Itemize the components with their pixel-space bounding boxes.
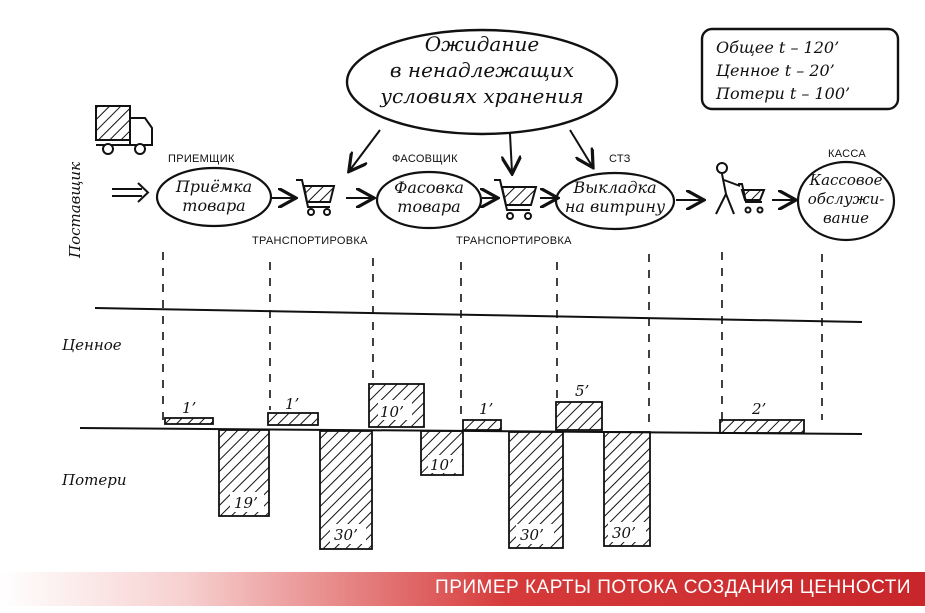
summary-box: Общее t – 120’ Ценное t – 20’ Потери t –… [700, 27, 900, 111]
waste-block: 19’ [218, 429, 270, 517]
role-label-packer: ФАСОВЩИК [392, 153, 458, 165]
role-label-shelf: СТЗ [609, 153, 631, 165]
cart-icon [296, 179, 336, 216]
value-block: 1’ [462, 400, 502, 431]
cloud-line-2: в ненадлежащих [390, 58, 574, 82]
footer-banner: ПРИМЕР КАРТЫ ПОТОКА СОЗДАНИЯ ЦЕННОСТИ [0, 572, 925, 606]
cloud-arrow [350, 129, 381, 170]
value-block-label: 1’ [182, 399, 196, 417]
value-block-label: 1’ [479, 400, 493, 418]
process-packing-line-1: Фасовка [394, 178, 464, 197]
waste-block: 30’ [508, 431, 564, 549]
waste-block: 30’ [319, 430, 373, 550]
process-receiving: Приёмка товара [155, 166, 273, 228]
waste-block: 10’ [420, 430, 464, 476]
transport-label: ТРАНСПОРТИРОВКА [456, 235, 572, 247]
waste-axis-label: Потери [61, 471, 126, 489]
process-shelving: Выкладка на витрину [554, 171, 676, 231]
value-top-line [94, 307, 863, 323]
process-shelving-line-2: на витрину [565, 197, 666, 216]
waste-block: 30’ [603, 431, 651, 547]
process-checkout-line-3: вание [823, 209, 869, 227]
transport-label: ТРАНСПОРТИРОВКА [252, 235, 368, 247]
cloud-arrow [510, 133, 512, 172]
waste-block-label: 30’ [612, 524, 636, 542]
cloud-line-1: Ожидание [425, 32, 540, 56]
process-receiving-line-2: товара [182, 196, 245, 215]
process-checkout-line-1: Кассовое [808, 171, 882, 189]
process-packing-line-2: товара [397, 197, 460, 216]
truck-icon [95, 105, 153, 155]
value-block: 10’ [368, 383, 425, 428]
waste-block-label: 30’ [334, 526, 358, 544]
role-label-receiver: ПРИЕМЩИК [168, 153, 235, 165]
supplier-axis-label: Поставщик [66, 162, 84, 259]
summary-total: Общее t – 120’ [716, 38, 839, 57]
cloud-line-3: условиях хранения [379, 84, 583, 108]
cloud-arrow [569, 129, 592, 166]
value-block: 1’ [164, 399, 214, 425]
value-block: 5’ [555, 382, 603, 431]
summary-value: Ценное t – 20’ [715, 61, 835, 80]
timeline-dividers [162, 252, 823, 430]
waste-block-label: 10’ [430, 456, 454, 474]
banner-title: ПРИМЕР КАРТЫ ПОТОКА СОЗДАНИЯ ЦЕННОСТИ [435, 577, 911, 598]
value-block-label: 10’ [380, 403, 404, 421]
waste-block-label: 30’ [520, 526, 544, 544]
inflow-arrow-icon [112, 182, 150, 203]
value-block: 2’ [719, 400, 805, 434]
value-block: 1’ [267, 395, 319, 426]
waiting-cloud: Ожидание в ненадлежащих условиях хранени… [345, 28, 619, 136]
cart-icon [494, 179, 538, 220]
process-shelving-line-1: Выкладка [572, 178, 656, 197]
shopper-with-cart-icon [715, 162, 766, 215]
process-checkout-line-2: обслужи- [808, 190, 885, 208]
value-block-label: 2’ [751, 400, 766, 418]
summary-waste: Потери t – 100’ [715, 84, 850, 103]
value-block-label: 5’ [575, 382, 589, 400]
process-receiving-line-1: Приёмка [175, 177, 252, 196]
value-block-label: 1’ [285, 395, 299, 413]
role-label-cashier: КАССА [828, 148, 866, 160]
process-packing: Фасовка товара [375, 170, 483, 230]
waste-block-label: 19’ [234, 494, 258, 512]
value-axis-label: Ценное [62, 336, 122, 354]
process-checkout: Кассовое обслужи- вание [796, 160, 896, 242]
